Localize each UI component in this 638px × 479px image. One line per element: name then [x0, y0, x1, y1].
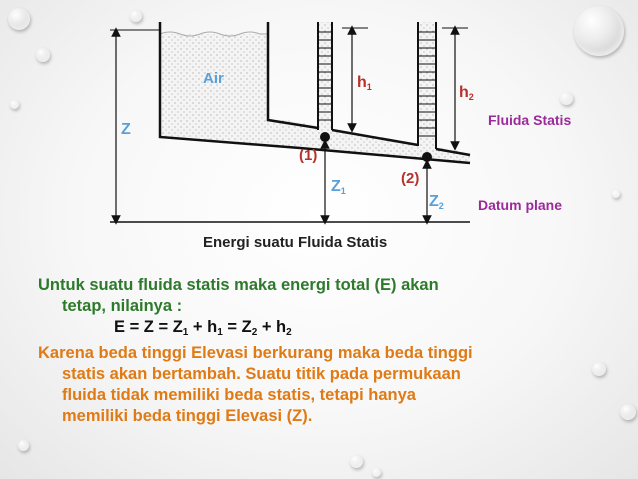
paragraph-line: statis akan bertambah. Suatu titik pada … — [62, 365, 461, 383]
paragraph-line: fluida tidak memiliki beda statis, tetap… — [62, 386, 416, 404]
tank-wall — [158, 22, 301, 150]
z2-label: Z2 — [429, 193, 444, 211]
piezometer-tube-1 — [318, 22, 332, 130]
water-drop — [560, 92, 573, 105]
water-drop — [130, 10, 142, 22]
water-drop — [36, 48, 50, 62]
paragraph-line: memiliki beda tinggi Elevasi (Z). — [62, 407, 313, 425]
diagram-caption: Energi suatu Fluida Statis — [203, 234, 388, 251]
paragraph-line: Untuk suatu fluida statis maka energi to… — [38, 276, 439, 294]
paragraph-elevation: Karena beda tinggi Elevasi berkurang mak… — [38, 343, 598, 427]
water-drop — [372, 468, 381, 477]
point-1-label: (1) — [299, 147, 318, 164]
fluida-statis-label: Fluida Statis — [488, 112, 572, 128]
piezometer-tube-2 — [418, 22, 436, 147]
water-tank — [160, 34, 470, 162]
water-drop — [350, 455, 363, 468]
tank-wall-right — [266, 22, 319, 130]
pipe-top-end — [435, 147, 471, 157]
water-drop — [8, 8, 30, 30]
h1-label: h1 — [357, 74, 372, 92]
paragraph-line: tetap, nilainya : — [62, 297, 183, 315]
energy-equation: E = Z = Z1 + h1 = Z2 + h2 — [114, 318, 292, 338]
water-drop — [620, 404, 636, 420]
paragraph-energy: Untuk suatu fluida statis maka energi to… — [38, 275, 598, 343]
point-2-label: (2) — [401, 170, 420, 187]
paragraph-line: Karena beda tinggi Elevasi berkurang mak… — [38, 344, 473, 362]
water-drop — [10, 100, 19, 109]
water-drop — [612, 190, 620, 198]
water-drop — [574, 6, 624, 56]
fluid-statics-diagram — [110, 22, 471, 225]
h2-label: h2 — [459, 84, 474, 102]
body-text: Untuk suatu fluida statis maka energi to… — [38, 275, 598, 427]
z1-label: Z1 — [331, 178, 346, 196]
z-label: Z — [121, 121, 131, 138]
point-2-marker — [422, 152, 432, 162]
point-1-marker — [320, 132, 330, 142]
water-drop — [18, 440, 29, 451]
pipe-top — [331, 128, 419, 147]
datum-plane-label: Datum plane — [478, 197, 563, 213]
water-surface — [159, 31, 268, 37]
water-drop — [592, 362, 606, 376]
air-label: Air — [203, 70, 224, 87]
